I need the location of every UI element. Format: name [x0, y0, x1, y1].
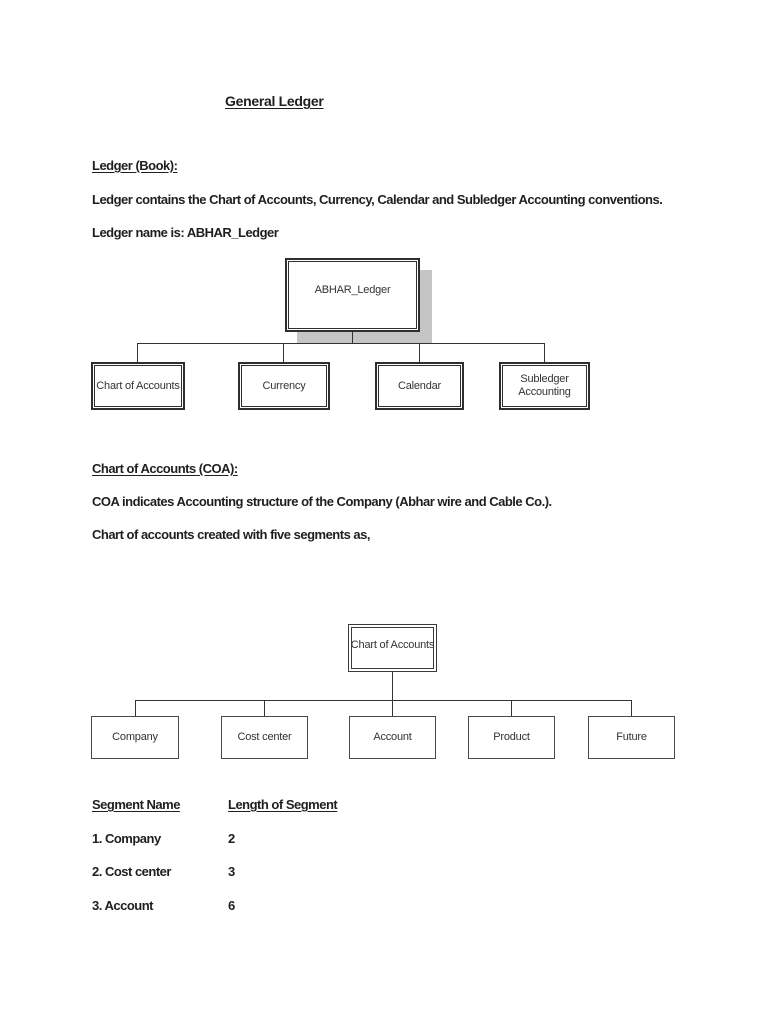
org-box-coa-root: Chart of Accounts	[348, 624, 437, 672]
connector-line	[283, 343, 284, 363]
paragraph-coa-indicates: COA indicates Accounting structure of th…	[92, 494, 552, 509]
org-box-product: Product	[468, 716, 555, 759]
connector-line	[392, 700, 393, 716]
connector-line	[137, 343, 545, 344]
table-cell-segment-length: 3	[228, 864, 235, 879]
connector-line	[135, 700, 136, 716]
org-box-label: Product	[493, 731, 530, 743]
org-box-label: Calendar	[397, 379, 442, 392]
connector-line	[419, 343, 420, 363]
connector-line	[544, 343, 545, 363]
connector-line	[264, 700, 265, 716]
org-box-label: Company	[112, 731, 158, 743]
org-box-abhar-ledger: ABHAR_Ledger	[285, 258, 420, 332]
table-header-length-of-segment: Length of Segment	[228, 797, 338, 812]
org-box-label: Subledger Accounting	[518, 373, 571, 398]
table-cell-segment-name: 3. Account	[92, 898, 153, 913]
paragraph-ledger-contains: Ledger contains the Chart of Accounts, C…	[92, 192, 663, 207]
table-header-segment-name: Segment Name	[92, 797, 180, 812]
org-box-cost-center: Cost center	[221, 716, 308, 759]
connector-line	[392, 672, 393, 700]
org-box-label: Chart of Accounts	[350, 638, 435, 651]
heading-chart-of-accounts: Chart of Accounts (COA):	[92, 461, 238, 476]
org-box-label: Currency	[262, 379, 306, 392]
paragraph-coa-segments: Chart of accounts created with five segm…	[92, 527, 370, 542]
connector-line	[352, 330, 353, 344]
org-box-label: ABHAR_Ledger	[314, 283, 391, 296]
connector-line	[511, 700, 512, 716]
org-box-currency: Currency	[238, 362, 330, 410]
heading-ledger-book: Ledger (Book):	[92, 158, 178, 173]
org-box-future: Future	[588, 716, 675, 759]
table-cell-segment-length: 2	[228, 831, 235, 846]
org-box-chart-of-accounts: Chart of Accounts	[91, 362, 185, 410]
org-box-calendar: Calendar	[375, 362, 464, 410]
connector-line	[135, 700, 632, 701]
org-box-label: Chart of Accounts	[96, 379, 180, 392]
connector-line	[137, 343, 138, 363]
table-cell-segment-length: 6	[228, 898, 235, 913]
paragraph-ledger-name: Ledger name is: ABHAR_Ledger	[92, 225, 279, 240]
org-box-subledger-accounting: Subledger Accounting	[499, 362, 590, 410]
org-box-label: Account	[373, 731, 412, 743]
org-box-account: Account	[349, 716, 436, 759]
org-box-label: Cost center	[237, 731, 292, 743]
connector-line	[631, 700, 632, 716]
table-cell-segment-name: 2. Cost center	[92, 864, 171, 879]
table-cell-segment-name: 1. Company	[92, 831, 161, 846]
page-title: General Ledger	[225, 93, 324, 109]
org-box-company: Company	[91, 716, 179, 759]
org-box-label: Future	[616, 731, 647, 743]
